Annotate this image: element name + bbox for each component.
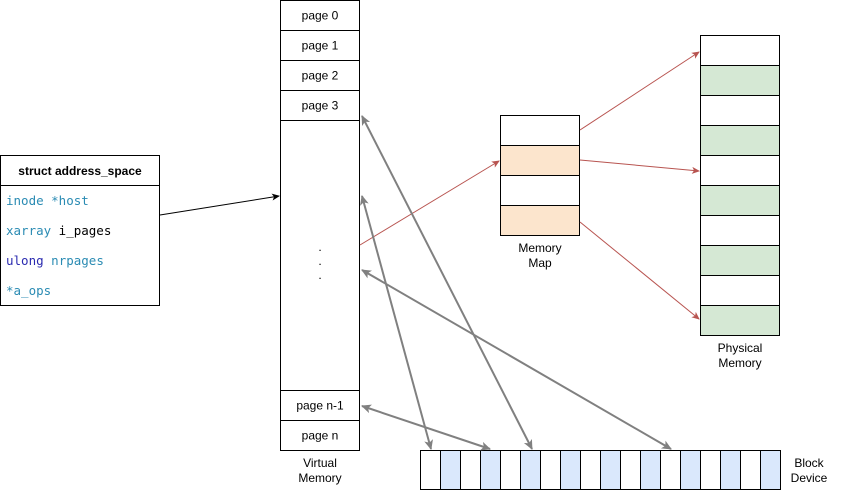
virtual-memory-label-line1: Virtual [303,456,337,470]
physical-memory-cell [700,155,780,186]
block-device-cell [480,450,501,490]
virtual-memory: page 0 page 1 page 2 page 3... page n-1 page … [280,0,360,485]
virtual-memory-box [280,0,360,451]
block-device-cell [760,450,781,490]
map-to-physical-arrow-1 [579,51,700,131]
memory-map: Memory Map [500,115,580,270]
physical-memory-label-line1: Physical [718,341,763,355]
memory-map-cell [500,115,580,146]
block-device: Block Device [420,450,828,490]
struct-field: inode *host [6,193,89,208]
block-device-cell [720,450,741,490]
struct-title: struct address_space [18,164,142,178]
page-label: page n-1 [296,399,344,413]
struct-field-part: *a_ops [6,283,51,298]
physical-memory-cell [700,65,780,96]
block-device-cell [740,450,761,490]
physical-memory-cell [700,125,780,156]
block-device-cell [500,450,521,490]
struct-field-part: ulong [6,253,44,268]
block-device-cells [420,450,781,490]
physical-memory-cell [700,275,780,306]
block-device-cell [600,450,621,490]
physical-memory-cell [700,245,780,276]
block-device-cell [560,450,581,490]
memory-map-label-line1: Memory [518,241,561,255]
struct-field-part: nrpages [44,253,104,268]
physical-memory-cell [700,95,780,126]
page-label: page 0 [302,9,339,23]
memory-map-cells [500,115,580,236]
page-label: page 1 [302,39,339,53]
struct-field: xarray i_pages [6,223,111,238]
page-label: page n [302,429,339,443]
physical-memory-cells [700,35,780,336]
physical-memory-cell [700,185,780,216]
memory-map-label-line2: Map [528,256,552,270]
block-device-cell [520,450,541,490]
struct-address-space: struct address_space inode *host xarray i… [0,155,160,306]
physical-memory-cell [700,35,780,66]
map-to-physical-arrow-2 [579,159,700,174]
physical-memory-label-line2: Memory [718,356,761,370]
io-arrow-virtual-block-b [361,269,672,450]
virtual-to-memory-map-arrow [359,160,500,246]
block-device-cell [460,450,481,490]
io-arrow-virtual-block-a [360,195,433,450]
block-device-cell [420,450,441,490]
ellipsis-dot: . [318,240,321,254]
ellipsis-dot: . [318,254,321,268]
struct-field-part: xarray [6,223,52,238]
physical-memory: Physical Memory [700,35,780,370]
block-device-cell [660,450,681,490]
struct-to-virtual-memory-arrow [159,193,280,216]
struct-field: *a_ops [6,283,51,298]
struct-box [0,155,160,306]
physical-memory-cell [700,215,780,246]
block-device-label-line2: Device [791,471,828,485]
connectors [159,51,700,451]
block-device-cell [440,450,461,490]
ellipsis-dot: . [318,268,321,282]
page-label: page 2 [302,69,339,83]
block-device-label-line1: Block [794,456,824,470]
struct-field-part: inode *host [6,193,89,208]
block-device-cell [640,450,661,490]
page-label: page 3 [302,99,339,113]
io-arrow-page-n-1-block [361,404,491,451]
block-device-cell [580,450,601,490]
block-device-cell [540,450,561,490]
memory-map-cell [500,175,580,206]
memory-map-cell [500,145,580,176]
block-device-cell [700,450,721,490]
physical-memory-cell [700,305,780,336]
block-device-cell [620,450,641,490]
struct-field: ulong nrpages [6,253,104,268]
map-to-physical-arrow-3 [579,221,700,320]
block-device-cell [680,450,701,490]
struct-field-part: i_pages [51,223,111,238]
virtual-memory-pages: page 0 page 1 page 2 page 3... page n-1 page … [280,9,360,443]
memory-map-cell [500,205,580,236]
virtual-memory-label-line2: Memory [298,471,341,485]
